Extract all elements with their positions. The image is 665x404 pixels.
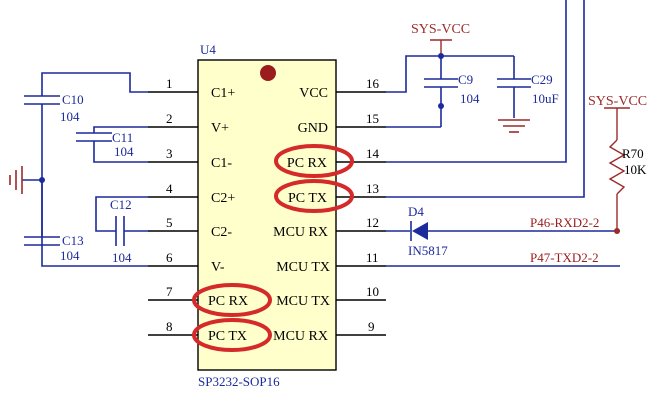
pin-num-10: 10 (366, 284, 379, 299)
pin-name-mcu-rx-12: MCU RX (273, 225, 328, 240)
c10-value: 104 (60, 109, 80, 124)
pin-name-mcu-rx-9: MCU RX (273, 329, 328, 344)
right-pin-lines (336, 91, 386, 336)
highlight-marks (192, 144, 354, 352)
pin-name-gnd: GND (298, 121, 328, 136)
c12-ref: C12 (110, 197, 132, 212)
pin-num-3: 3 (166, 146, 173, 161)
pin-name-mcu-tx-11: MCU TX (276, 260, 330, 275)
d4-part: IN5817 (408, 243, 448, 258)
pin-name-vminus: V- (211, 260, 225, 275)
chip-part: SP3232-SOP16 (198, 374, 280, 389)
pin-num-5: 5 (166, 215, 173, 230)
highlight-pc-rx-left (192, 283, 272, 317)
pin-num-6: 6 (166, 250, 173, 265)
pin-num-12: 12 (366, 215, 379, 230)
r70-ref: R70 (622, 146, 644, 161)
pin-name-c2plus: C2+ (211, 191, 235, 206)
pin-num-16: 16 (366, 76, 380, 91)
c12-value: 104 (112, 250, 132, 265)
pin-num-15: 15 (366, 111, 379, 126)
net-txd-label: P47-TXD2-2 (530, 250, 599, 265)
c29-value: 10uF (532, 91, 559, 106)
pin-num-2: 2 (166, 111, 173, 126)
diode-symbol (412, 222, 428, 240)
power-network (386, 39, 531, 133)
pin-num-8: 8 (166, 319, 173, 334)
pin-num-14: 14 (366, 146, 380, 161)
sys-vcc-right-label: SYS-VCC (588, 94, 647, 109)
c13-value: 104 (60, 248, 80, 263)
c29-ref: C29 (531, 72, 553, 87)
pin-name-mcu-tx-10: MCU TX (276, 294, 330, 309)
pin-num-9: 9 (368, 319, 375, 334)
c9-ref: C9 (458, 72, 473, 87)
highlight-pc-rx-right (274, 144, 354, 178)
pin-num-11: 11 (366, 250, 379, 265)
c11-ref: C11 (112, 130, 133, 145)
pin-name-pc-rx-right: PC RX (287, 156, 327, 171)
pin-num-13: 13 (366, 181, 379, 196)
net-rxd-label: P46-RXD2-2 (530, 215, 599, 230)
pin-name-vplus: V+ (211, 121, 229, 136)
c9-value: 104 (460, 91, 480, 106)
pin-name-pc-tx-left: PC TX (208, 329, 247, 344)
sys-vcc-top-label: SYS-VCC (411, 22, 470, 37)
highlight-pc-tx-right (274, 179, 354, 213)
ground-right-icon (498, 119, 530, 133)
chip-body (197, 59, 337, 371)
pin-name-c1minus: C1- (211, 156, 232, 171)
chip-ref: U4 (200, 42, 216, 57)
left-pin-lines (148, 91, 198, 336)
highlight-pc-tx-left (192, 318, 272, 352)
c13-ref: C13 (62, 233, 84, 248)
pin-num-4: 4 (166, 181, 173, 196)
pin-name-c2minus: C2- (211, 225, 232, 240)
pin-name-vcc: VCC (299, 86, 328, 101)
c11-value: 104 (114, 144, 134, 159)
pin-name-pc-tx-right: PC TX (288, 191, 327, 206)
pin1-dot (260, 65, 276, 81)
r70-value: 10K (624, 162, 647, 177)
pin-name-pc-rx-left: PC RX (208, 294, 248, 309)
d4-ref: D4 (408, 204, 424, 219)
pin-name-c1plus: C1+ (211, 86, 235, 101)
c10-ref: C10 (62, 92, 84, 107)
pin-num-1: 1 (166, 76, 173, 91)
ground-left-icon (9, 166, 23, 194)
r70-resistor (608, 139, 626, 195)
pin-num-7: 7 (166, 284, 173, 299)
signal-wiring (386, 0, 630, 267)
left-wiring (9, 72, 148, 267)
